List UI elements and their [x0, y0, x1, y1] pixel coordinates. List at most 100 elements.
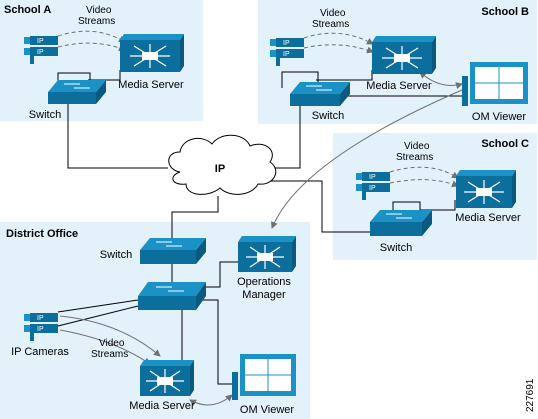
switch-a-label: Switch [29, 109, 61, 121]
management-arrows [59, 71, 463, 406]
stream-arrow-c1 [389, 166, 459, 179]
switch-top [290, 82, 350, 94]
switch-arrows-icon [156, 241, 182, 247]
switch-b: Switch [290, 82, 350, 122]
camera-lens [24, 37, 30, 44]
om-viewer-district-label: OM Viewer [240, 404, 295, 416]
video-streams-a-line1: Video [86, 5, 112, 16]
switch-front [290, 94, 340, 106]
district-office-title: District Office [6, 228, 78, 240]
stream-arrow-c2 [389, 179, 459, 188]
camera-body [30, 47, 58, 56]
switch-side [196, 282, 206, 310]
server-b-viewer-arrow [419, 71, 463, 89]
operations-manager-label-2: Manager [242, 289, 286, 301]
switch-b-label: Switch [312, 110, 344, 122]
camera-body [362, 172, 390, 181]
switch-arrows-icon [64, 83, 90, 89]
server-top [238, 236, 296, 242]
operations-manager-label-1: Operations [237, 276, 291, 288]
switch-district-top: Switch [100, 238, 206, 264]
switch-front [138, 296, 196, 310]
school-a-title: School A [4, 4, 51, 16]
media-server-b: Media Server [366, 36, 436, 92]
viewer-stand [462, 76, 468, 106]
media-server-a-label: Media Server [118, 79, 184, 91]
link-to-om-viewer [200, 299, 232, 385]
media-server-district-label: Media Server [129, 400, 195, 412]
link-ip-to-school-b [270, 104, 301, 169]
media-server-b-label: Media Server [366, 80, 432, 92]
viewer-grid-icon [475, 67, 523, 99]
camera-mount [276, 58, 280, 66]
stream-arrow-b2 [303, 44, 374, 54]
video-streams-c-line1: Video [404, 141, 430, 152]
om-viewer-b-to-ops-manager-arrow [271, 89, 463, 229]
ip-cloud-label: IP [215, 163, 225, 175]
server-side [432, 36, 436, 74]
school-c-title: School C [481, 138, 529, 150]
server-district-viewer-arrow [189, 394, 233, 406]
school-b-title: School B [481, 6, 529, 18]
server-side [190, 360, 194, 396]
server-screen-icon [257, 253, 273, 261]
switch-c-label: Switch [380, 242, 412, 254]
server-screen-icon [157, 377, 173, 385]
server-top [120, 34, 184, 40]
switch-arrows-icon [156, 286, 184, 292]
switch-district-core [138, 282, 206, 310]
server-top [456, 170, 516, 176]
stream-arrow-d1 [59, 315, 161, 357]
stream-arrow-b1 [303, 32, 374, 45]
video-streams-d-line2: Streams [91, 349, 128, 360]
ip-cloud: IP [168, 134, 277, 195]
camera-body [30, 324, 58, 333]
video-streams-label-a: Video Streams [78, 5, 115, 27]
switch-c: Switch [370, 210, 432, 254]
stream-arrow-d2 [59, 329, 151, 365]
server-screen-icon [476, 188, 492, 196]
ip-camera-a-bottom: IP [24, 47, 58, 64]
switch-side [422, 210, 432, 236]
video-streams-b-line1: Video [320, 8, 346, 19]
link-camera-1-to-switch [57, 299, 139, 313]
link-ip-to-district [171, 196, 219, 238]
camera-mount [362, 192, 366, 200]
server-side [292, 236, 296, 272]
link-camera-2-to-switch [57, 305, 139, 327]
switch-top [48, 80, 106, 92]
video-stream-arrows [57, 30, 459, 188]
switch-front [370, 222, 422, 236]
om-viewer-b-label: OM Viewer [472, 111, 527, 123]
ip-camera-district-bottom: IP [24, 324, 58, 341]
ip-camera-b-top: IP [270, 38, 304, 47]
ip-camera-c-top: IP [356, 172, 390, 181]
video-streams-d-line1: Video [99, 338, 125, 349]
stream-arrow-a1 [57, 30, 126, 43]
ip-cameras-label: IP Cameras [11, 346, 69, 358]
camera-mount [30, 333, 34, 341]
server-top [140, 360, 194, 366]
link-ip-to-school-c [270, 180, 378, 233]
switch-side [340, 82, 350, 106]
server-top [372, 36, 436, 42]
link-to-ops-manager [200, 261, 238, 288]
server-side [512, 170, 516, 208]
camera-tag: IP [37, 38, 44, 45]
cloud-shape [168, 134, 277, 195]
media-server-c: Media Server [455, 170, 521, 224]
camera-tag: IP [283, 51, 290, 58]
video-streams-c-line2: Streams [396, 152, 433, 163]
video-streams-label-b: Video Streams [312, 8, 349, 30]
switch-front [48, 92, 96, 104]
om-viewer-b: OM Viewer [462, 62, 528, 123]
switch-a: Switch [29, 80, 106, 121]
camera-tag: IP [369, 174, 376, 181]
media-server-district: Media Server [129, 360, 195, 412]
camera-body [30, 313, 58, 322]
switch-district-label: Switch [100, 249, 132, 261]
switch-front [140, 250, 196, 264]
camera-lens [270, 39, 276, 46]
